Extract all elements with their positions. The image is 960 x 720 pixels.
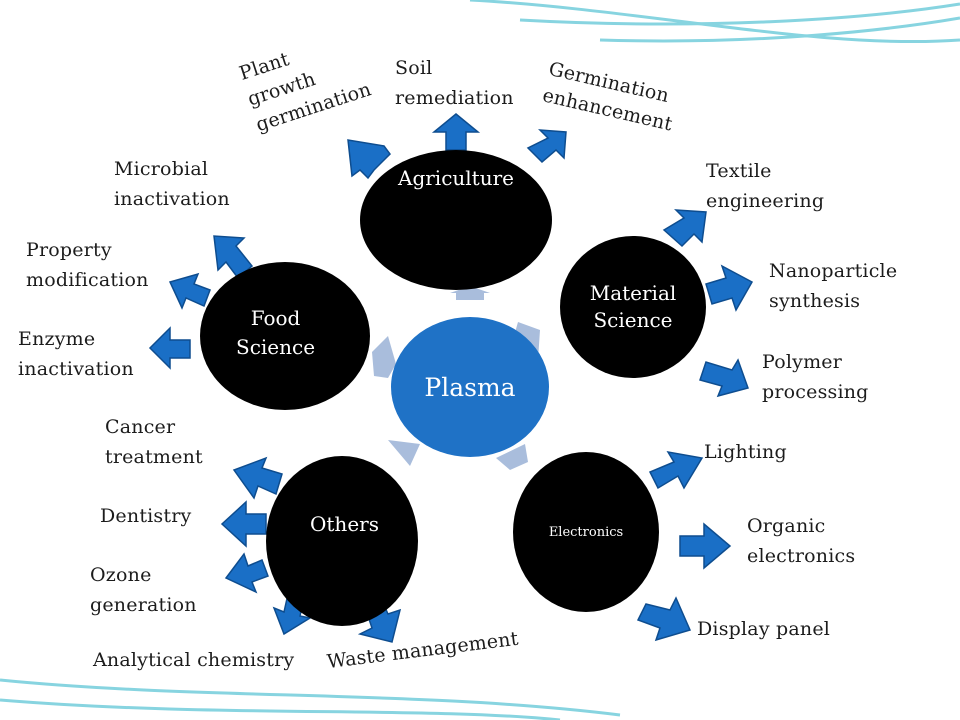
center-node: Plasma xyxy=(391,317,549,457)
label-lighting: Lighting xyxy=(704,441,787,463)
label-display-panel: Display panel xyxy=(697,618,831,640)
label-textile-engineering: Textile engineering xyxy=(706,160,825,212)
node-electronics-label: Electronics xyxy=(548,524,624,540)
node-others-label: Others xyxy=(310,512,379,536)
node-agriculture: Agriculture xyxy=(360,150,552,290)
label-microbial-inactivation: Microbial inactivation xyxy=(114,158,230,210)
connector-food-science xyxy=(372,336,396,378)
label-cancer-treatment: Cancer treatment xyxy=(105,416,203,468)
node-electronics: Electronics xyxy=(513,452,659,612)
arrow-germination xyxy=(526,129,567,164)
arrow-nanoparticle xyxy=(705,264,754,312)
arrow-soil-remediation xyxy=(431,113,481,151)
arrow-lighting xyxy=(648,450,704,490)
connector-electronics xyxy=(496,444,528,470)
arrows xyxy=(148,113,754,643)
node-agriculture-label: Agriculture xyxy=(398,166,514,190)
label-enzyme-inactivation: Enzyme inactivation xyxy=(18,328,134,380)
label-analytical-chemistry: Analytical chemistry xyxy=(93,649,295,671)
node-food-science-label: Food Science xyxy=(236,306,316,359)
arrow-cancer xyxy=(232,456,283,500)
arrow-property xyxy=(168,272,211,310)
arrow-textile xyxy=(662,209,707,248)
label-dentistry: Dentistry xyxy=(100,505,192,527)
arrow-dentistry xyxy=(220,500,267,548)
arrow-ozone xyxy=(224,552,269,594)
stripes-bottom-left xyxy=(0,678,621,720)
label-property-modification: Property modification xyxy=(26,239,149,291)
label-nanoparticle-synthesis: Nanoparticle synthesis xyxy=(769,260,898,312)
node-material-science: Material Science xyxy=(560,236,706,378)
label-polymer-processing: Polymer processing xyxy=(762,351,869,403)
connector-others xyxy=(388,440,420,466)
node-others: Others xyxy=(266,456,418,626)
center-label: Plasma xyxy=(424,372,516,402)
label-soil-remediation: Soil remediation xyxy=(395,57,514,109)
arrow-organic-electronics xyxy=(679,522,732,570)
arrow-polymer xyxy=(699,358,749,398)
stripes-top-right xyxy=(469,0,960,44)
arrow-plant-growth xyxy=(347,139,391,180)
node-food-science: Food Science xyxy=(200,262,370,410)
label-organic-electronics: Organic electronics xyxy=(747,515,856,567)
arrow-display-panel xyxy=(636,596,692,642)
node-material-science-label: Material Science xyxy=(589,281,677,332)
label-ozone-generation: Ozone generation xyxy=(90,564,197,616)
arrow-enzyme xyxy=(148,326,191,370)
